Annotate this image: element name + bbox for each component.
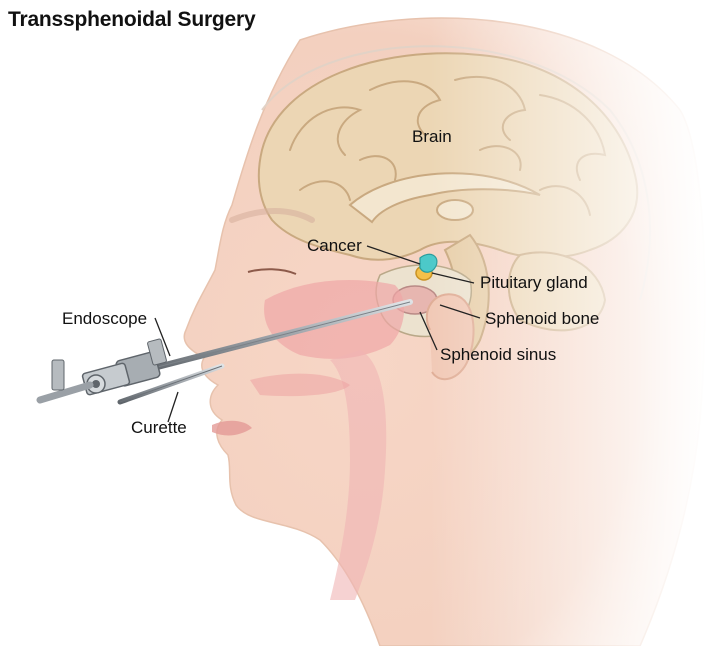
label-sphenoid-sinus: Sphenoid sinus	[440, 345, 557, 364]
lips	[212, 420, 252, 436]
curette-instrument	[117, 363, 225, 405]
label-sphenoid-bone: Sphenoid bone	[485, 309, 600, 328]
endoscope-instrument	[36, 299, 413, 404]
page-title: Transsphenoidal Surgery	[8, 8, 256, 31]
pharynx	[330, 350, 387, 600]
oral-cavity	[250, 373, 350, 397]
leader-lines	[154, 245, 481, 423]
closed-eye	[247, 268, 297, 275]
label-cancer: Cancer	[307, 236, 362, 255]
eyebrow	[229, 208, 315, 223]
label-endoscope: Endoscope	[62, 309, 148, 328]
label-curette: Curette	[131, 418, 187, 437]
label-pituitary-gland: Pituitary gland	[480, 273, 588, 292]
label-brain: Brain	[412, 127, 452, 146]
right-fade	[430, 0, 710, 646]
